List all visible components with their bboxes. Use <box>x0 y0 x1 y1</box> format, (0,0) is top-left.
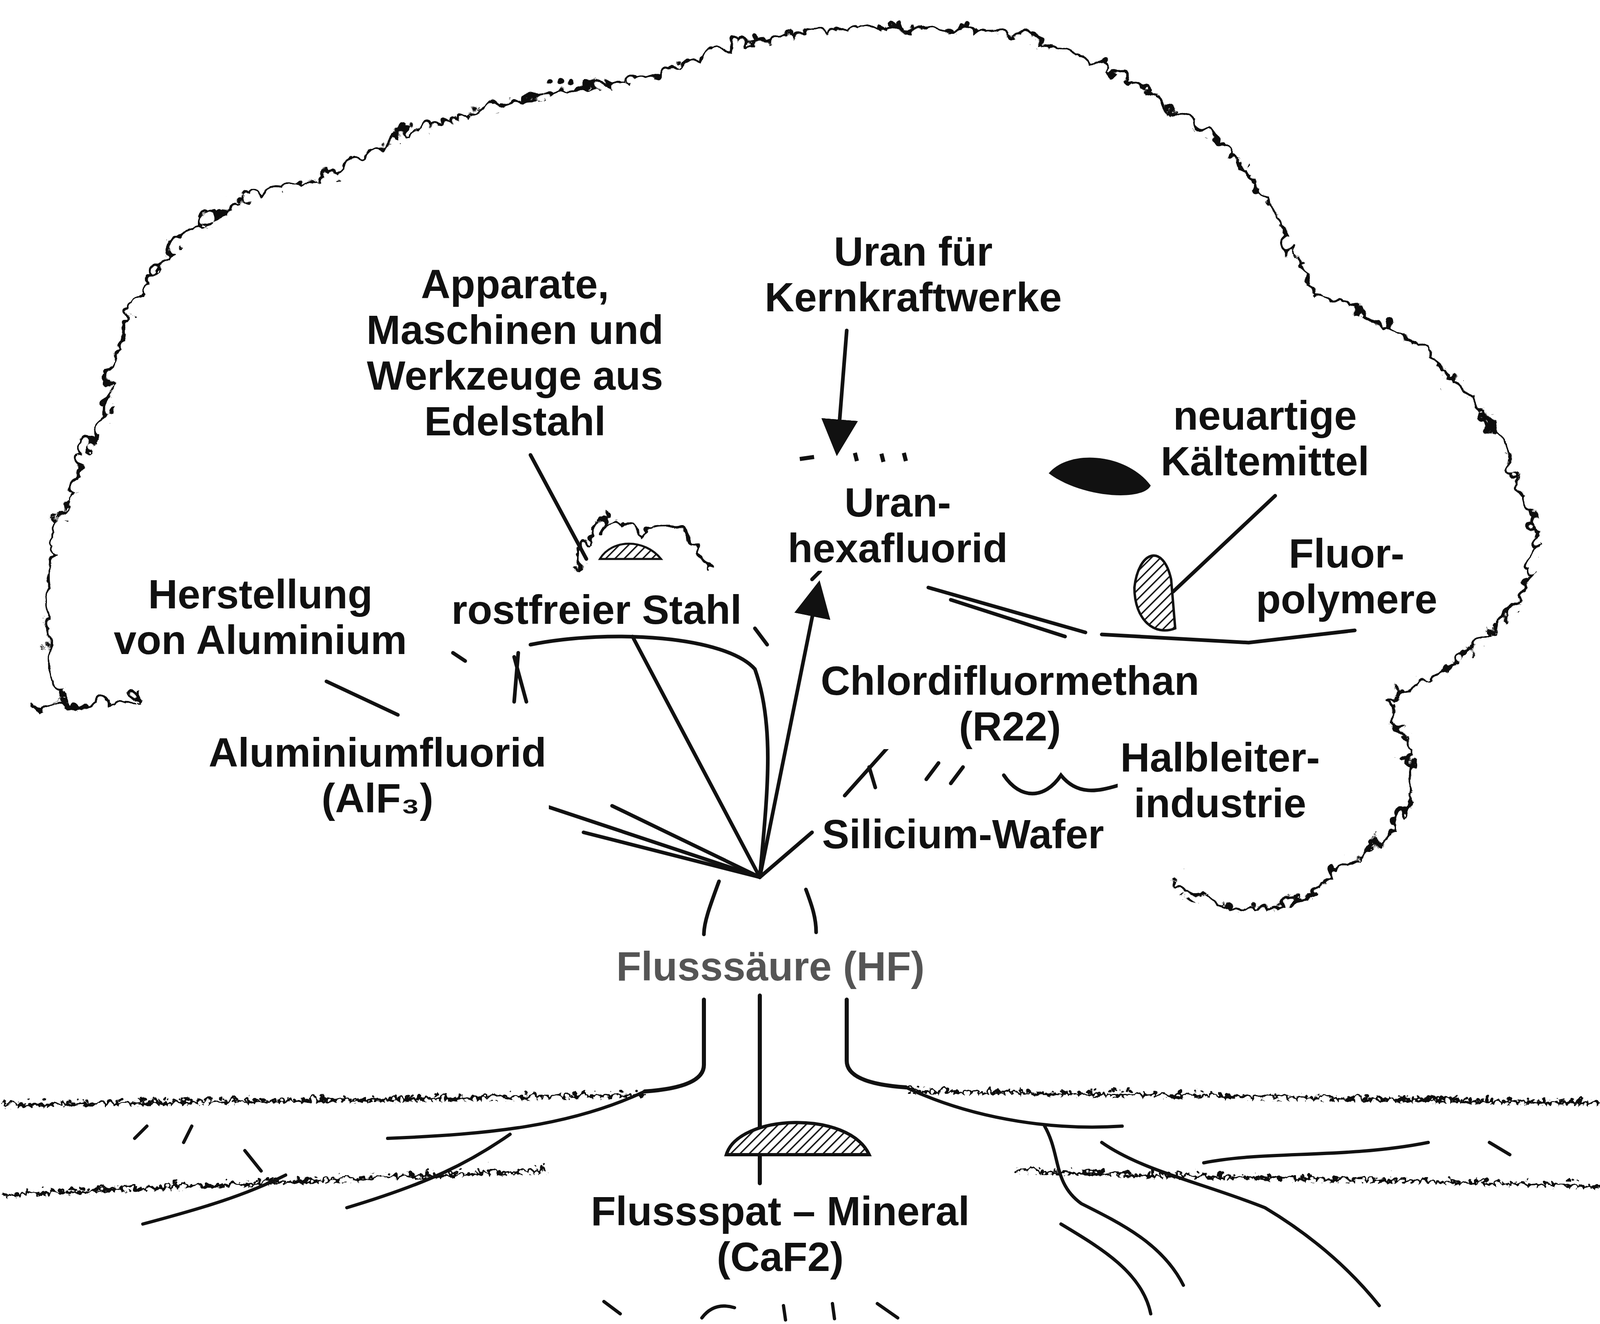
dark-foliage <box>1048 457 1151 496</box>
bush <box>571 514 702 564</box>
branch-r22b <box>950 599 1066 637</box>
dash-marks <box>799 452 906 462</box>
roots <box>134 1087 1510 1321</box>
label: Silicium-Wafer <box>819 811 1107 857</box>
branch-left <box>583 832 760 878</box>
crown-fringe <box>24 693 135 702</box>
hatched-bush <box>599 543 662 560</box>
label: Aluminiumfluorid (AlF₃) <box>206 729 549 822</box>
branch-stahl <box>632 636 760 878</box>
label: Fluor- polymere <box>1253 530 1441 622</box>
trunk-left <box>644 999 704 1092</box>
branch-wafer <box>759 832 813 878</box>
soil-marks <box>134 1126 1510 1172</box>
label: Flusssäure (HF) <box>613 943 928 990</box>
label: Herstellung von Aluminium <box>107 571 414 663</box>
label: Uran für Kernkraftwerke <box>762 228 1065 320</box>
soil-line <box>0 1167 1600 1192</box>
trunk-upper <box>703 881 817 935</box>
twig-marks <box>869 763 964 788</box>
ground-line <box>0 1087 1600 1102</box>
twig-marks-left <box>452 652 527 702</box>
leader-edelstahl <box>530 454 587 560</box>
label: Flussspat – Mineral (CaF2) <box>563 1188 997 1280</box>
crown-outline <box>39 21 1529 902</box>
ground <box>0 1087 1600 1192</box>
trunk <box>644 995 906 1184</box>
leader-polymere <box>1101 630 1355 643</box>
branch-r22 <box>928 587 1086 633</box>
label: Halbleiter- industrie <box>1117 734 1323 826</box>
label: rostfreier Stahl <box>448 586 744 633</box>
arrow-uran <box>837 330 847 449</box>
hatched-foliage <box>1134 555 1176 631</box>
twig-marks-mid <box>754 571 821 645</box>
tree-crown <box>24 21 1529 902</box>
leader-halbleiter <box>1003 775 1119 794</box>
branch-alf3b <box>612 805 760 878</box>
mineral-rock <box>726 1122 870 1155</box>
label: Apparate, Maschinen und Werkzeuge aus Ed… <box>353 261 677 444</box>
root-marks <box>603 1301 898 1321</box>
label: neuartige Kältemittel <box>1158 392 1372 484</box>
branch-curve <box>530 636 768 878</box>
trunk-right <box>846 999 906 1088</box>
label: Uran- hexafluorid <box>785 479 1011 571</box>
leader-aluminium <box>326 681 398 715</box>
